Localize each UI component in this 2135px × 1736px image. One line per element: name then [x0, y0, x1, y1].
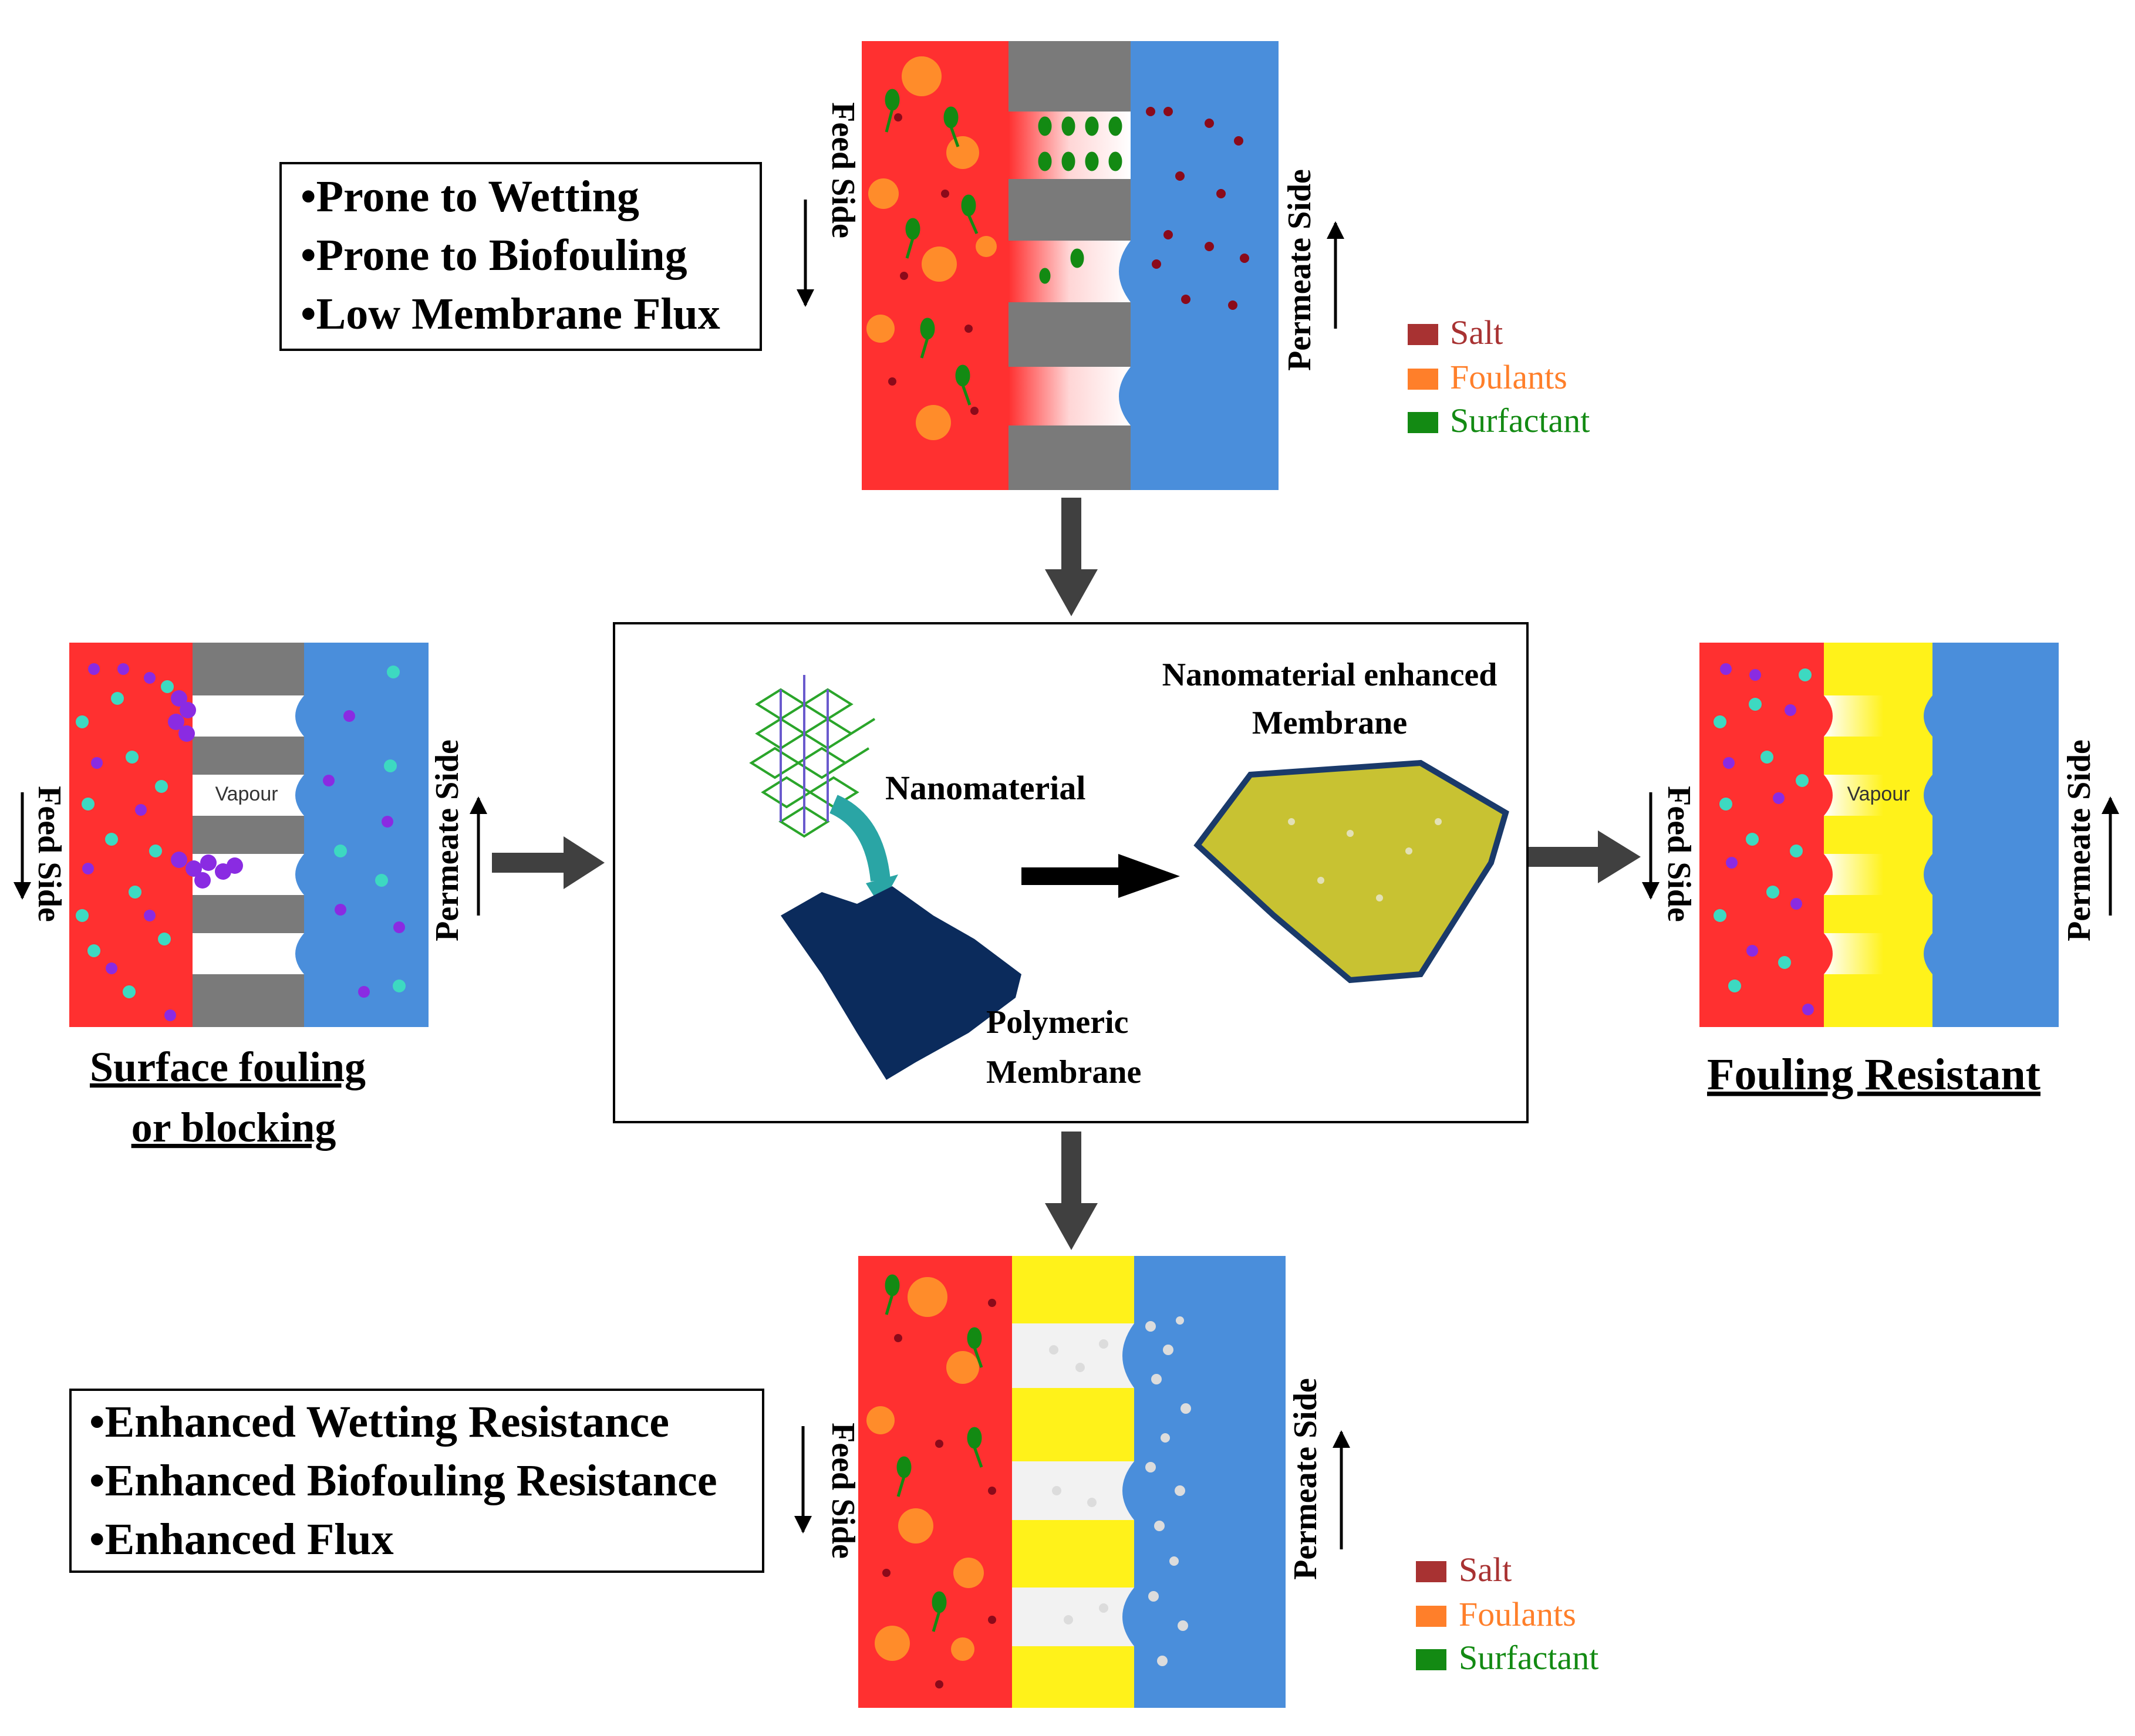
- top-legend: Salt Foulants Surfactant: [1408, 313, 1590, 440]
- bottom-bullet-box: •Enhanced Wetting Resistance •Enhanced B…: [69, 1389, 764, 1573]
- left-membrane-panel: Vapour Feed Side Permeate Side Surface f…: [14, 643, 487, 1151]
- pore: [1009, 241, 1131, 302]
- meniscus: [1119, 241, 1131, 302]
- caption-left: Surface fouling: [90, 1043, 366, 1090]
- permeate-side-label: Permeate Side: [1287, 1378, 1324, 1580]
- bullet: •Enhanced Flux: [89, 1515, 394, 1564]
- flow-arrows: [492, 498, 1641, 1250]
- salt-particles: [888, 107, 1249, 415]
- salt-particles: [882, 1299, 996, 1688]
- top-membrane-panel: Feed Side Permeate Side: [797, 41, 1344, 490]
- nanomaterial-lattice: [749, 675, 876, 838]
- vapour-label: Vapour: [1847, 783, 1910, 805]
- salt-ions: [76, 666, 406, 998]
- nanomaterial-label: Nanomaterial: [885, 769, 1086, 807]
- legend-swatch-foulants: [1416, 1606, 1446, 1627]
- arrow-down-top: [1045, 498, 1098, 616]
- bullet: •Prone to Wetting: [301, 172, 639, 221]
- foulant-clusters: [82, 663, 405, 1021]
- legend-label: Foulants: [1459, 1595, 1576, 1633]
- bullet: •Enhanced Wetting Resistance: [89, 1397, 669, 1447]
- bullet: •Low Membrane Flux: [301, 289, 720, 339]
- legend-swatch-foulants: [1408, 369, 1438, 390]
- surface-texture: [1288, 818, 1442, 901]
- center-box: Nanomaterial Polymeric Membrane Nanomate…: [613, 622, 1529, 1123]
- permeate-side-label: Permeate Side: [429, 739, 466, 941]
- enhanced-label: Membrane: [1252, 705, 1407, 741]
- legend-label: Surfactant: [1450, 401, 1590, 440]
- bullet: •Prone to Biofouling: [301, 231, 687, 280]
- feed-side-label: Feed Side: [825, 1423, 861, 1559]
- bottom-membrane-panel: Feed Side Permeate Side: [794, 1256, 1350, 1708]
- foulant-particles: [866, 1277, 984, 1661]
- foulant-particles: [866, 56, 997, 440]
- legend-swatch-surfactant: [1408, 412, 1438, 433]
- legend-label: Surfactant: [1459, 1639, 1598, 1677]
- pore: [1009, 367, 1131, 425]
- polymeric-label: Membrane: [986, 1054, 1141, 1090]
- arrow-down-bottom: [1045, 1132, 1098, 1250]
- salt-ions: [1714, 668, 1812, 992]
- feed-side-label: Feed Side: [825, 102, 861, 238]
- vapour-label: Vapour: [215, 783, 278, 805]
- feed-side-label: Feed Side: [1661, 786, 1697, 922]
- top-bullet-box: •Prone to Wetting •Prone to Biofouling •…: [279, 162, 762, 351]
- polymeric-label: Polymeric: [986, 1004, 1129, 1041]
- permeate-side-label: Permeate Side: [2061, 739, 2097, 941]
- surfactant-molecules: [885, 89, 1122, 406]
- legend-label: Salt: [1459, 1551, 1512, 1589]
- legend-swatch-surfactant: [1416, 1649, 1446, 1670]
- right-membrane-panel: Vapour Feed Side Permeate Side Fouling R…: [1642, 643, 2119, 1099]
- legend-swatch-salt: [1408, 324, 1438, 345]
- transfer-arrow: [829, 795, 891, 881]
- enhanced-membrane: [1193, 759, 1509, 984]
- legend-label: Foulants: [1450, 358, 1567, 396]
- legend-label: Salt: [1450, 313, 1503, 352]
- caption-right: Fouling Resistant: [1707, 1050, 2040, 1099]
- surfactant-molecules: [885, 1274, 983, 1632]
- enhanced-label: Nanomaterial enhanced: [1162, 657, 1497, 693]
- arrow-right-right: [1526, 830, 1641, 883]
- transfer-arrow-head: [866, 874, 898, 907]
- vapour-bubbles: [1049, 1316, 1191, 1666]
- meniscus: [1119, 367, 1131, 425]
- legend-swatch-salt: [1416, 1561, 1446, 1582]
- foulant-particles: [1720, 663, 1814, 1015]
- process-arrow: [1021, 867, 1124, 885]
- feed-side-label: Feed Side: [31, 786, 68, 922]
- arrow-right-left: [492, 836, 605, 889]
- process-arrow-head: [1118, 854, 1180, 898]
- caption-left: or blocking: [131, 1104, 336, 1151]
- permeate-side-label: Permeate Side: [1281, 169, 1318, 371]
- bullet: •Enhanced Biofouling Resistance: [89, 1456, 717, 1505]
- bottom-legend: Salt Foulants Surfactant: [1416, 1551, 1598, 1677]
- polymeric-membrane: [781, 886, 1021, 1080]
